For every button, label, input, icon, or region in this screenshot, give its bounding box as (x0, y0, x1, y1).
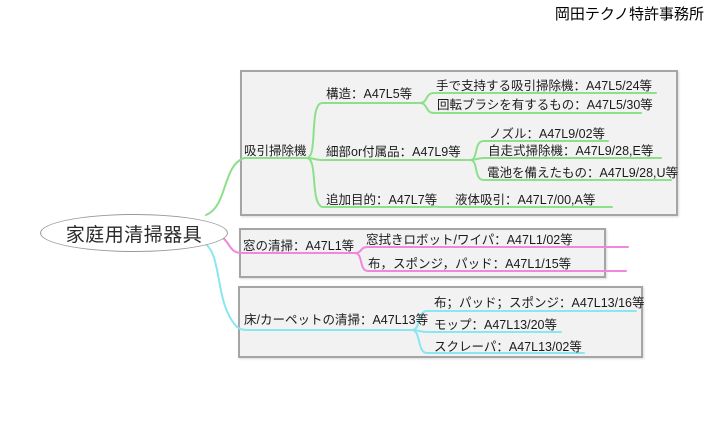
leaf-liquid-suction[interactable]: 液体吸引：A47L7/00,A等 (455, 193, 596, 207)
leaf-scraper[interactable]: スクレーパ：A47L13/02等 (434, 340, 582, 354)
leaf-cloth-sponge-pad[interactable]: 布，スポンジ，パッド：A47L1/15等 (368, 257, 572, 271)
leaf-mop[interactable]: モップ：A47L13/20等 (434, 318, 557, 332)
root-node-label: 家庭用清掃器具 (65, 224, 203, 246)
node-floor-carpet-cleaning[interactable]: 床/カーペットの清掃：A47L13等 (244, 313, 429, 327)
root-node[interactable]: 家庭用清掃器具 (40, 214, 228, 252)
node-details-accessories[interactable]: 細部or付属品：A47L9等 (326, 145, 461, 159)
node-additional-purpose[interactable]: 追加目的：A47L7等 (326, 193, 438, 207)
node-structure[interactable]: 構造：A47L5等 (326, 87, 413, 101)
leaf-window-robot-wiper[interactable]: 窓拭きロボット/ワイパ：A47L1/02等 (366, 233, 573, 247)
leaf-nozzle[interactable]: ノズル：A47L9/02等 (489, 127, 606, 141)
node-window-cleaning[interactable]: 窓の清掃：A47L1等 (243, 239, 355, 253)
node-suction-cleaner[interactable]: 吸引掃除機 (244, 144, 307, 158)
leaf-self-propelled-cleaner[interactable]: 自走式掃除機：A47L9/28,E等 (488, 144, 654, 158)
office-name: 岡田テクノ特許事務所 (554, 6, 704, 23)
leaf-rotating-brush[interactable]: 回転ブラシを有するもの：A47L5/30等 (437, 98, 653, 112)
leaf-hand-supported-cleaner[interactable]: 手で支持する吸引掃除機：A47L5/24等 (436, 79, 653, 93)
leaf-battery-equipped[interactable]: 電池を備えたもの：A47L9/28,U等 (487, 166, 679, 180)
leaf-cloth-pad-sponge[interactable]: 布；パッド；スポンジ：A47L13/16等 (434, 296, 645, 310)
